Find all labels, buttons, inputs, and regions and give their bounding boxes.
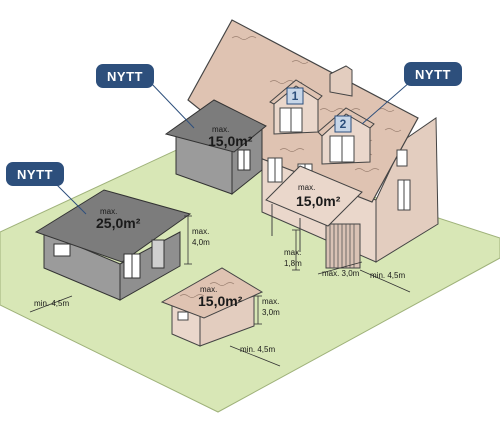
annex-roof — [164, 99, 267, 153]
shed-roof — [160, 267, 264, 319]
badge-dormer: NYTT — [361, 62, 462, 125]
shed-distance-dimension — [229, 345, 281, 367]
garage-distance-label: min. 4,5m — [34, 299, 69, 308]
badge-annex-text: NYTT — [107, 69, 143, 84]
house-distance-label: min. 4,5m — [370, 271, 405, 280]
house-distance-dimension — [359, 269, 411, 293]
garage-area: 25,0m² — [96, 215, 141, 231]
garage-height-value: 4,0m — [192, 238, 210, 247]
shed-height-max-label: max. — [262, 297, 279, 306]
garage-distance-dimension — [29, 295, 73, 313]
badge-dormer-text: NYTT — [415, 67, 451, 82]
dormer-1-number-box — [286, 87, 304, 105]
dormer-2: 2 — [317, 107, 375, 165]
badge-garage-text: NYTT — [17, 167, 53, 182]
garage-height-max-label: max. — [192, 227, 209, 236]
porch-depth-label: max. 3,0m — [322, 269, 360, 278]
shed-distance-label: min. 4,5m — [240, 345, 275, 354]
dormer-2-number: 2 — [340, 117, 347, 131]
shed — [160, 267, 264, 347]
annex-max-label: max. — [212, 125, 229, 134]
porch-depth-dimension — [317, 261, 363, 275]
porch-canopy — [265, 165, 363, 262]
porch-area: 15,0m² — [296, 193, 341, 209]
annex-house — [164, 99, 267, 196]
badge-garage: NYTT — [6, 162, 87, 215]
chimney — [329, 65, 353, 97]
dormer-1-number: 1 — [292, 89, 299, 103]
badge-annex: NYTT — [96, 64, 195, 129]
garage-roof — [34, 189, 192, 263]
garage-max-label: max. — [100, 207, 117, 216]
garage-height-dimension — [184, 215, 192, 265]
porch-height-max-label: max. — [284, 248, 301, 257]
porch-max-label: max. — [298, 183, 315, 192]
shed-height-value: 3,0m — [262, 308, 280, 317]
garage — [34, 189, 192, 301]
annex-area: 15,0m² — [208, 133, 253, 149]
dormer-2-number-box — [334, 115, 352, 133]
porch-height-dimension — [292, 229, 300, 271]
dormer-1: 1 — [269, 79, 323, 135]
shed-height-dimension — [254, 295, 262, 325]
shed-max-label: max. — [200, 285, 217, 294]
porch-height-value: 1,8m — [284, 259, 302, 268]
shed-area: 15,0m² — [198, 293, 243, 309]
